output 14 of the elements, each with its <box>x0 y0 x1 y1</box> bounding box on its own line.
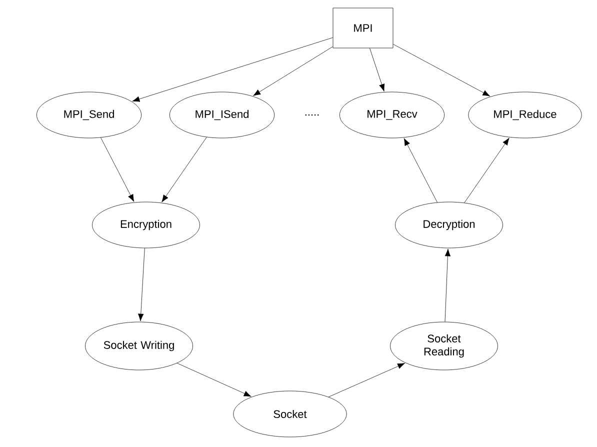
arrow <box>370 48 385 92</box>
arrow <box>132 37 333 102</box>
process-box: MPI <box>332 8 394 48</box>
arrow <box>404 138 438 203</box>
arrow <box>444 248 451 322</box>
arrow <box>393 44 490 96</box>
arrow <box>176 362 252 397</box>
arrow <box>138 248 145 322</box>
arrow <box>100 137 134 202</box>
arrow <box>162 136 207 202</box>
arrow <box>464 138 510 203</box>
arrow <box>253 46 333 96</box>
ellipsis-label: ..... <box>305 114 319 116</box>
arrow <box>328 363 405 398</box>
